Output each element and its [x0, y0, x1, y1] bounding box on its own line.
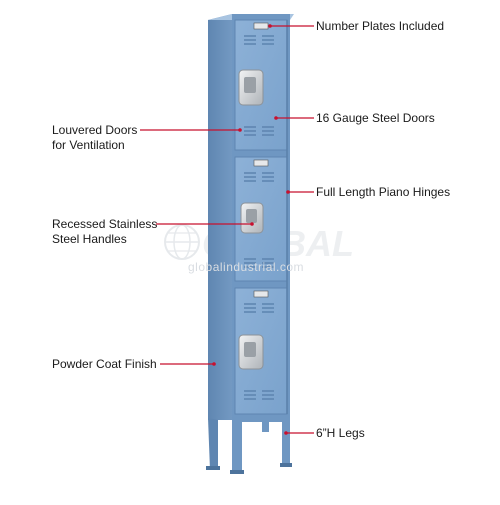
- watermark-domain: globalindustrial.com: [188, 260, 305, 274]
- louver-vents-top-lower: [244, 126, 274, 136]
- callout-dots: [212, 24, 290, 435]
- callout-legs: 6”H Legs: [316, 426, 365, 440]
- locker-door-middle: [234, 156, 288, 282]
- locker: [206, 14, 294, 474]
- callout-louvered-doors: Louvered Doors for Ventilation: [52, 123, 138, 152]
- callout-number-plates: Number Plates Included: [316, 19, 445, 33]
- number-plate-icon: [253, 22, 269, 30]
- callout-steel-doors: 16 Gauge Steel Doors: [316, 111, 435, 125]
- locker-side-panel: [208, 14, 232, 420]
- callout-piano-hinges: Full Length Piano Hinges: [316, 185, 451, 199]
- number-plate-icon-2: [253, 159, 269, 167]
- callout-powder-coat: Powder Coat Finish: [52, 357, 157, 371]
- locker-legs: [206, 418, 292, 474]
- callout-lines: [140, 25, 314, 434]
- locker-door-bottom: [234, 287, 288, 415]
- callout-stainless-handles: Recessed Stainless Steel Handles: [52, 217, 158, 246]
- locker-door-top: [234, 19, 288, 151]
- louver-vents-top: [244, 35, 274, 45]
- number-plate-icon-3: [253, 290, 269, 298]
